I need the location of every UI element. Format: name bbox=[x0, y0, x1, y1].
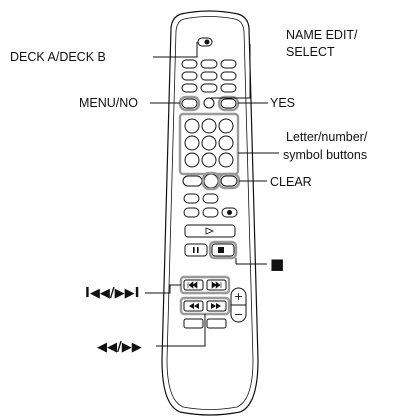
lower-button[interactable] bbox=[183, 193, 200, 204]
play-icon bbox=[205, 227, 215, 235]
clear-label: CLEAR bbox=[270, 175, 312, 189]
upper-button[interactable] bbox=[220, 83, 237, 93]
volume-minus-label: − bbox=[234, 308, 243, 321]
keypad-button[interactable] bbox=[218, 152, 234, 168]
deck-label: DECK A/DECK B bbox=[10, 50, 106, 64]
letter-label-line2: symbol buttons bbox=[283, 148, 367, 162]
upper-button-row-3 bbox=[181, 83, 237, 93]
name-edit-label-line1: NAME EDIT/ bbox=[286, 28, 358, 42]
upper-button[interactable] bbox=[220, 71, 237, 81]
bottom-button[interactable] bbox=[206, 318, 227, 329]
pause-button[interactable] bbox=[184, 243, 208, 257]
name-edit-select-button[interactable] bbox=[203, 97, 215, 109]
upper-button[interactable] bbox=[200, 59, 218, 69]
volume-plus-label: + bbox=[234, 290, 243, 303]
letter-label-line1: Letter/number/ bbox=[286, 130, 368, 144]
name-edit-label-line2: SELECT bbox=[286, 45, 335, 59]
keypad-zero-button[interactable] bbox=[203, 173, 219, 189]
stop-label: ■ bbox=[270, 255, 284, 273]
fast-forward-icon bbox=[211, 303, 221, 309]
pause-icon bbox=[193, 247, 195, 253]
upper-button[interactable] bbox=[220, 59, 237, 69]
skip-forward-icon bbox=[211, 281, 222, 289]
keypad-button[interactable] bbox=[184, 152, 200, 168]
deck-leader bbox=[153, 42, 198, 58]
skip-back-icon bbox=[187, 281, 198, 289]
upper-button[interactable] bbox=[200, 83, 218, 93]
bottom-button[interactable] bbox=[183, 318, 204, 329]
stop-icon bbox=[218, 247, 224, 253]
keypad-button[interactable] bbox=[184, 135, 200, 151]
deck-switch[interactable] bbox=[197, 37, 213, 47]
search-label: ◀◀/▶▶ bbox=[97, 340, 142, 355]
upper-button-row-1 bbox=[181, 59, 237, 69]
record-icon bbox=[227, 210, 232, 215]
yes-button[interactable] bbox=[220, 98, 237, 109]
lower-button[interactable] bbox=[202, 207, 219, 218]
stop-highlight bbox=[208, 240, 238, 260]
keypad-side-button[interactable] bbox=[182, 175, 203, 187]
clear-button[interactable] bbox=[220, 175, 238, 187]
keypad bbox=[184, 118, 234, 168]
lower-button[interactable] bbox=[202, 193, 219, 204]
skip-leader bbox=[145, 284, 181, 294]
keypad-button[interactable] bbox=[201, 118, 217, 134]
skip-label: I◀◀/▶▶I bbox=[85, 286, 139, 301]
keypad-button[interactable] bbox=[218, 135, 234, 151]
upper-button[interactable] bbox=[181, 71, 198, 81]
rewind-icon bbox=[189, 303, 199, 309]
keypad-button[interactable] bbox=[201, 152, 217, 168]
leader-lines bbox=[145, 42, 279, 347]
upper-button[interactable] bbox=[181, 59, 198, 69]
keypad-button[interactable] bbox=[201, 135, 217, 151]
keypad-button[interactable] bbox=[184, 118, 200, 134]
yes-label: YES bbox=[270, 96, 295, 110]
upper-button-row-2 bbox=[181, 71, 237, 81]
upper-button[interactable] bbox=[181, 83, 198, 93]
upper-button[interactable] bbox=[200, 71, 218, 81]
lower-button[interactable] bbox=[183, 207, 200, 218]
search-leader bbox=[156, 314, 206, 347]
keypad-button[interactable] bbox=[218, 118, 234, 134]
menu-no-button[interactable] bbox=[181, 98, 198, 109]
menu-no-label: MENU/NO bbox=[79, 96, 138, 110]
name-edit-leader bbox=[211, 44, 251, 99]
pause-icon-bar bbox=[197, 247, 199, 253]
